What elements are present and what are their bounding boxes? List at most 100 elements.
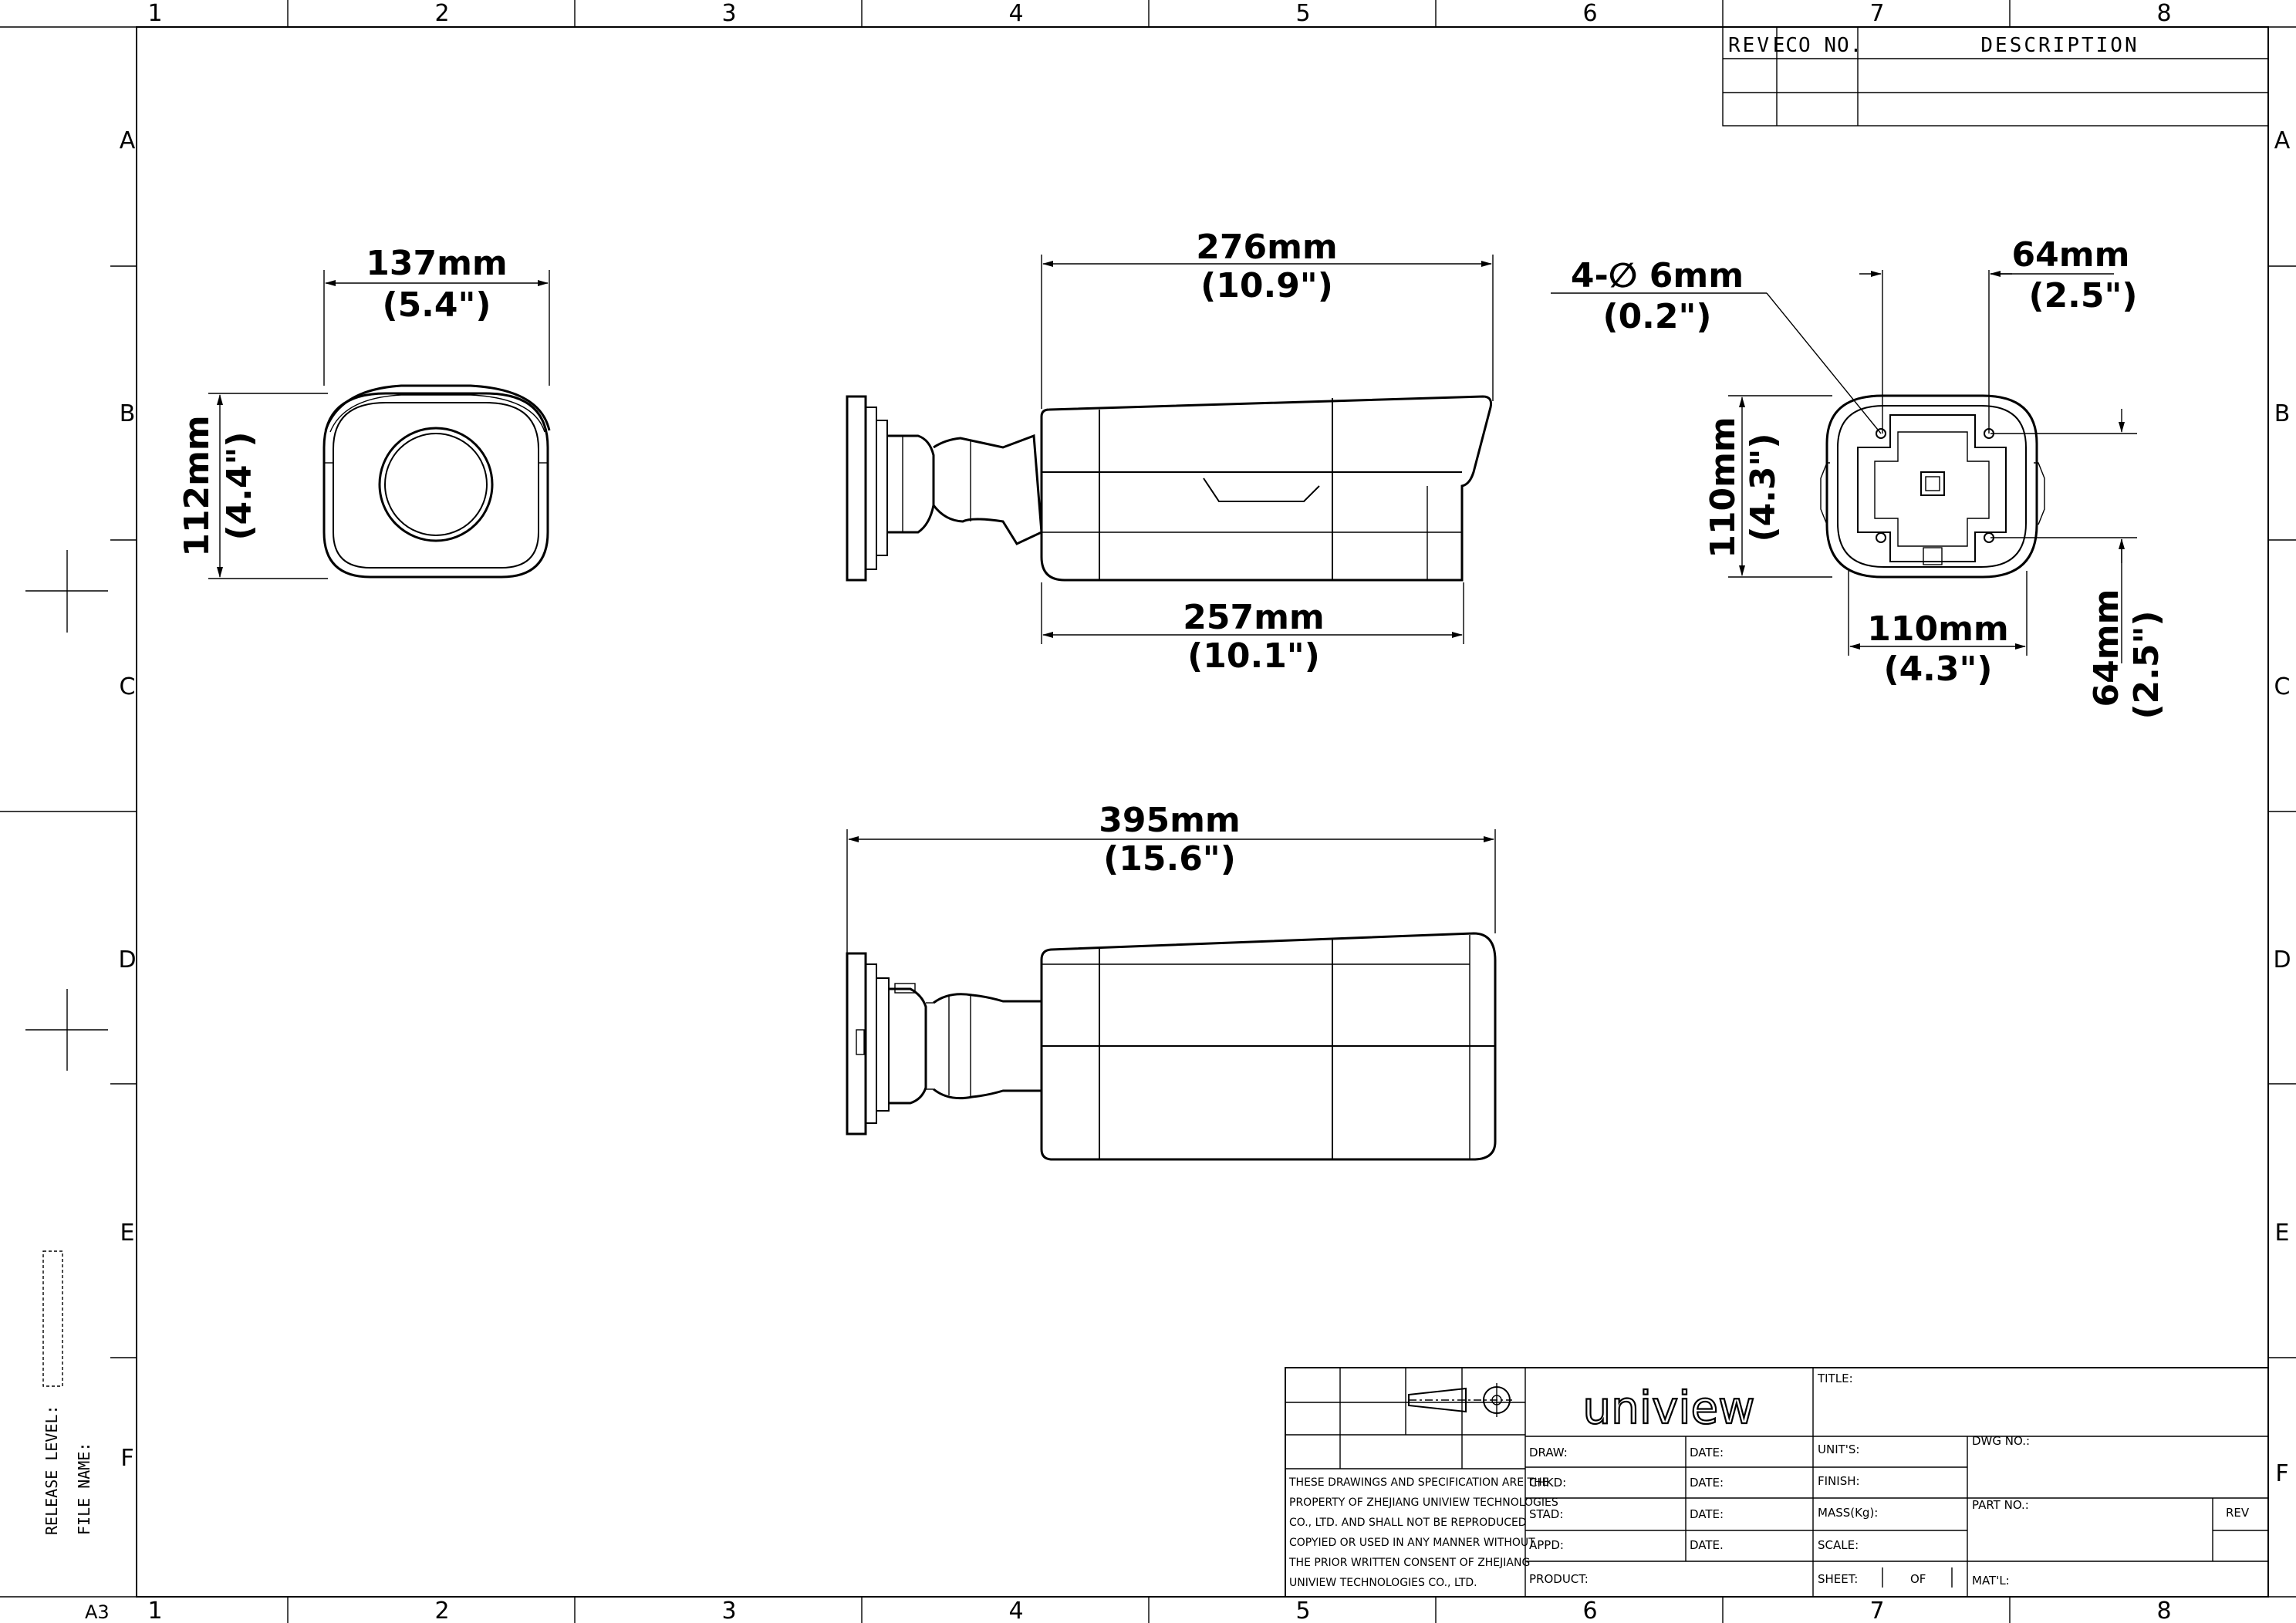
camera-mount-view — [1766, 292, 2045, 579]
back-height-inch: (4.3") — [1744, 433, 1783, 542]
front-height-mm: 112mm — [177, 415, 217, 557]
row-label-right-f: F — [2275, 1460, 2288, 1487]
holes-callout: 4-∅ 6mm (0.2") — [1551, 256, 1767, 336]
release-level-label: RELEASE LEVEL: — [42, 1405, 61, 1535]
row-label-left-e: E — [120, 1220, 135, 1247]
col-label-bottom-6: 6 — [1582, 1598, 1597, 1623]
row-label-right-c: C — [2274, 673, 2291, 700]
notice-line-4: COPYIED OR USED IN ANY MANNER WITHOUT — [1289, 1537, 1535, 1549]
back-height-mm: 110mm — [1703, 417, 1743, 558]
back-spacing-v-inch: (2.5") — [2127, 610, 2166, 719]
col-label-top-7: 7 — [1869, 0, 1884, 27]
product-label: PRODUCT: — [1529, 1572, 1589, 1586]
row-label-left-d: D — [118, 946, 136, 973]
stad-date-label: DATE: — [1690, 1507, 1724, 1521]
units-label: UNIT'S: — [1818, 1442, 1860, 1456]
back-spacing-h-mm: 64mm — [2012, 235, 2130, 275]
draw-label: DRAW: — [1529, 1446, 1568, 1459]
side-body-inch: (10.1") — [1187, 636, 1320, 676]
col-label-top-6: 6 — [1582, 0, 1597, 27]
camera-front-view — [322, 384, 551, 579]
material-label: MAT'L: — [1972, 1574, 2010, 1588]
description-header: DESCRIPTION — [1980, 34, 2139, 57]
col-label-bottom-3: 3 — [721, 1598, 736, 1623]
part-no-label: PART NO.: — [1972, 1498, 2029, 1512]
row-label-right-b: B — [2274, 400, 2291, 427]
front-width-mm: 137mm — [366, 244, 508, 283]
back-spacing-h-inch: (2.5") — [2028, 276, 2137, 315]
holes-inch: (0.2") — [1602, 297, 1711, 336]
col-label-bottom-1: 1 — [147, 1598, 162, 1623]
notice-line-3: CO., LTD. AND SHALL NOT BE REPRODUCED — [1289, 1517, 1527, 1529]
back-height-dimension: 110mm (4.3") — [1703, 395, 1832, 578]
row-label-right-e: E — [2275, 1220, 2290, 1247]
eco-header: ECO NO. — [1773, 34, 1863, 57]
title-label: TITLE: — [1817, 1372, 1853, 1385]
col-label-bottom-7: 7 — [1869, 1598, 1884, 1623]
draw-date-label: DATE: — [1690, 1446, 1724, 1459]
title-block — [1285, 1367, 2269, 1598]
row-label-right-a: A — [2274, 127, 2291, 154]
appd-date-label: DATE. — [1690, 1538, 1724, 1552]
side-length-mm: 276mm — [1196, 228, 1338, 267]
notice-line-5: THE PRIOR WRITTEN CONSENT OF ZHEJIANG — [1288, 1557, 1530, 1569]
row-label-left-c: C — [120, 673, 136, 700]
alignment-cross-lower — [25, 989, 108, 1071]
mass-label: MASS(Kg): — [1818, 1506, 1878, 1520]
stad-label: STAD: — [1529, 1507, 1563, 1521]
total-length-mm: 395mm — [1099, 801, 1241, 840]
col-label-top-8: 8 — [2156, 0, 2171, 27]
revision-block: REV ECO NO. DESCRIPTION — [1722, 26, 2269, 127]
front-width-dimension: 137mm (5.4") — [323, 244, 550, 386]
col-label-bottom-5: 5 — [1295, 1598, 1310, 1623]
notice-line-1: THESE DRAWINGS AND SPECIFICATION ARE THE — [1288, 1476, 1548, 1489]
back-spacing-v-mm: 64mm — [2087, 589, 2126, 707]
holes-mm: 4-∅ 6mm — [1571, 256, 1744, 295]
total-length-dimension: 395mm (15.6") — [846, 801, 1496, 953]
side-length-inch: (10.9") — [1200, 266, 1333, 305]
back-spacing-vertical-dimension: 64mm (2.5") — [1990, 409, 2166, 720]
camera-top-view — [846, 932, 1497, 1161]
side-length-dimension: 276mm (10.9") — [1041, 228, 1494, 409]
projection-symbol — [1408, 1383, 1512, 1417]
sheet-label: SHEET: — [1818, 1572, 1858, 1586]
col-label-top-3: 3 — [721, 0, 736, 27]
back-spacing-horizontal-dimension: 64mm (2.5") — [1859, 235, 2138, 434]
file-name-label: FILE NAME: — [75, 1442, 93, 1535]
alignment-cross-upper — [25, 550, 108, 633]
col-label-top-5: 5 — [1295, 0, 1310, 27]
sheet-of-label: OF — [1910, 1572, 1926, 1586]
chkd-label: CHKD: — [1529, 1476, 1566, 1490]
front-height-dimension: 112mm (4.4") — [177, 393, 328, 579]
release-stamp-box — [42, 1250, 63, 1387]
uniview-logo: uniview — [1582, 1382, 1754, 1434]
col-label-bottom-8: 8 — [2156, 1598, 2171, 1623]
dwg-no-label: DWG NO.: — [1972, 1434, 2030, 1448]
back-width-inch: (4.3") — [1883, 650, 1992, 689]
rev-header: REV — [1728, 34, 1771, 57]
col-label-bottom-2: 2 — [434, 1598, 449, 1623]
col-label-top-4: 4 — [1008, 0, 1023, 27]
front-width-inch: (5.4") — [382, 285, 491, 325]
notice-line-2: PROPERTY OF ZHEJIANG UNIVIEW TECHNOLOGIE… — [1289, 1496, 1558, 1509]
col-label-top-1: 1 — [147, 0, 162, 27]
front-height-inch: (4.4") — [220, 431, 259, 540]
col-label-top-2: 2 — [434, 0, 449, 27]
row-label-left-a: A — [120, 127, 136, 154]
side-body-dimension: 257mm (10.1") — [1041, 582, 1464, 676]
col-label-bottom-4: 4 — [1008, 1598, 1023, 1623]
side-body-mm: 257mm — [1183, 598, 1325, 637]
finish-label: FINISH: — [1818, 1474, 1860, 1488]
scale-label: SCALE: — [1818, 1538, 1859, 1552]
total-length-inch: (15.6") — [1103, 839, 1236, 879]
notice-line-6: UNIVIEW TECHNOLOGIES CO., LTD. — [1289, 1577, 1477, 1589]
rev-label: REV — [2226, 1506, 2250, 1520]
back-width-dimension: 110mm (4.3") — [1848, 571, 2028, 689]
row-label-left-b: B — [120, 400, 136, 427]
row-label-right-d: D — [2273, 946, 2291, 973]
back-width-mm: 110mm — [1867, 609, 2009, 649]
row-label-left-f: F — [120, 1445, 133, 1472]
sheet-size-label: A3 — [85, 1601, 110, 1623]
appd-label: APPD: — [1529, 1538, 1564, 1552]
